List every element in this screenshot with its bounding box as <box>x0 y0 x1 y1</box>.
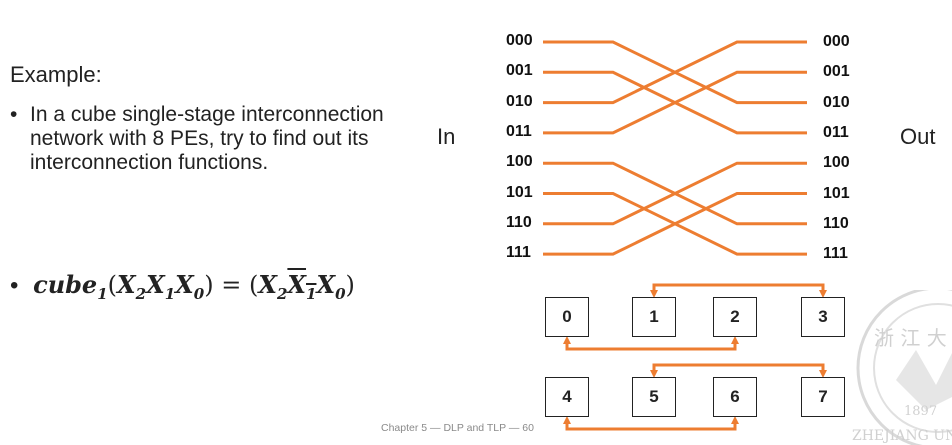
output-port-label: 110 <box>823 214 849 232</box>
network-connection-line <box>543 70 807 135</box>
output-port-label: 001 <box>823 63 850 81</box>
bullet-description: • In a cube single-stage interconnection… <box>10 103 410 175</box>
output-port-label: 000 <box>823 33 850 50</box>
input-port-label: 111 <box>506 244 531 262</box>
pe-box: 7 <box>801 377 845 417</box>
pe-box: 4 <box>545 377 589 417</box>
bullet-formula: • cube1(X2X1X0) = (X2X1X0) <box>10 270 355 303</box>
output-port-label: 011 <box>823 123 849 141</box>
input-port-label: 101 <box>506 183 533 201</box>
network-connection-line <box>543 161 807 226</box>
svg-text:ZHEJIANG UNIV: ZHEJIANG UNIV <box>852 428 952 444</box>
input-port-label: 011 <box>506 122 532 140</box>
example-title: Example: <box>10 62 102 87</box>
pe-box: 5 <box>632 377 676 417</box>
slide-footer: Chapter 5 — DLP and TLP — 60 <box>381 422 534 434</box>
cube-function-formula: cube1(X2X1X0) = (X2X1X0) <box>33 270 355 303</box>
complemented-x1: X1 <box>287 270 317 303</box>
pe-link-arrow <box>563 416 739 431</box>
pe-link-arrow <box>650 283 827 298</box>
output-port-label: 100 <box>823 154 850 172</box>
output-port-label: 101 <box>823 184 850 202</box>
pe-box: 3 <box>801 297 845 337</box>
bullet-description-text: In a cube single-stage interconnection n… <box>30 103 384 174</box>
svg-text:浙 江 大: 浙 江 大 <box>874 326 947 350</box>
pe-links <box>563 283 827 431</box>
out-label: Out <box>900 124 936 149</box>
input-port-label: 001 <box>506 62 533 80</box>
pe-box: 6 <box>713 377 757 417</box>
pe-box: 1 <box>632 297 676 337</box>
pe-link-arrow <box>650 363 827 378</box>
network-connection-line <box>543 40 807 105</box>
bullet-mark: • <box>10 272 19 299</box>
network-lines <box>543 40 807 256</box>
output-port-label: 010 <box>823 93 850 111</box>
university-seal: 浙 江 大 1897 ZHEJIANG UNIV <box>852 290 952 445</box>
bullet-mark: • <box>10 103 18 126</box>
input-port-label: 100 <box>506 153 533 171</box>
input-port-label: 010 <box>506 92 533 110</box>
in-label: In <box>437 124 456 149</box>
pe-box: 2 <box>713 297 757 337</box>
input-port-label: 000 <box>506 32 533 49</box>
pe-link-arrow <box>563 336 739 351</box>
network-connection-line <box>543 192 807 256</box>
pe-box: 0 <box>545 297 589 337</box>
output-port-label: 111 <box>823 245 848 263</box>
input-port-label: 110 <box>506 213 532 231</box>
svg-text:1897: 1897 <box>904 404 937 419</box>
